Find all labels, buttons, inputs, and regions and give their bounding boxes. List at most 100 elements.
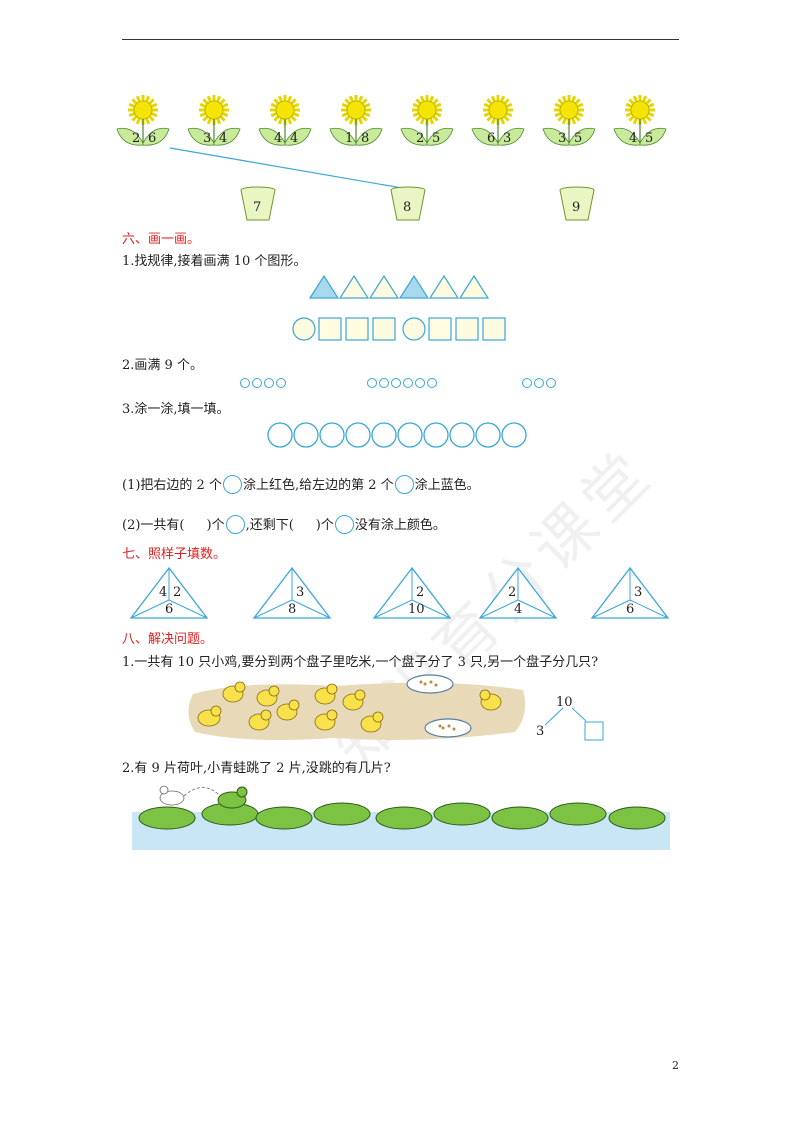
flower-right-number: 4 (219, 131, 228, 146)
circle-symbol (222, 475, 242, 494)
frog-ghost-icon (159, 785, 185, 806)
q631-part-c: 涂上蓝色。 (414, 478, 480, 493)
flower-right-number: 6 (148, 131, 157, 146)
section-6-title: 六、画一画。 (122, 232, 201, 247)
match-line (169, 147, 403, 189)
triangle-shape (458, 274, 490, 299)
triangle-bottom-value[interactable]: 8 (288, 602, 297, 617)
flower-pot[interactable]: 7 (239, 186, 277, 226)
question-8-1: 1.一共有 10 只小鸡,要分到两个盘子里吃米,一个盘子分了 3 只,另一个盘子… (122, 655, 599, 670)
flower-left-number: 4 (274, 131, 283, 146)
number-triangle: 4 2 6 (129, 566, 209, 626)
circle-symbol (394, 475, 414, 494)
triangle-figure (590, 566, 670, 619)
sunflower-icon (613, 95, 667, 146)
small-circle-groups (240, 378, 556, 388)
sunflower-icon (471, 95, 525, 146)
small-circle (522, 378, 532, 388)
question-6-2: 2.画满 9 个。 (122, 358, 203, 373)
triangle-bottom-value[interactable]: 6 (626, 602, 635, 617)
q632-part-b: )个 (206, 518, 225, 533)
triangle-shape (308, 274, 340, 299)
triangle-shape (398, 274, 430, 299)
flower-item: 3 4 (186, 95, 241, 157)
small-circle (367, 378, 377, 388)
triangle-right-value[interactable]: 2 (173, 585, 182, 600)
number-triangle: 2 4 (478, 566, 558, 626)
q632-part-c: ,还剩下( (245, 518, 294, 533)
small-circle (403, 378, 413, 388)
flower-left-number: 6 (487, 131, 496, 146)
number-triangle: 3 8 (252, 566, 332, 626)
triangle-bottom-value[interactable]: 4 (514, 602, 523, 617)
answer-box (584, 721, 604, 741)
q631-part-b: 涂上红色,给左边的第 2 个 (242, 478, 394, 493)
square-shape (318, 317, 342, 341)
triangle-shape (338, 274, 370, 299)
triangle-shape (368, 274, 400, 299)
square-shape (345, 317, 369, 341)
big-circle (423, 422, 449, 448)
big-circle (475, 422, 501, 448)
flower-left-number: 2 (132, 131, 141, 146)
triangle-right-value[interactable]: 3 (296, 585, 305, 600)
flower-item: 2 5 (399, 95, 454, 157)
circle-square-pattern (292, 317, 506, 341)
flower-pot[interactable]: 8 (389, 186, 427, 226)
page-number: 2 (672, 1059, 679, 1072)
sunflower-icon (116, 95, 170, 146)
triangle-bottom-value[interactable]: 6 (165, 602, 174, 617)
small-circle (391, 378, 401, 388)
pot-icon (559, 186, 595, 221)
flower-item: 2 6 (115, 95, 170, 157)
big-circle (397, 422, 423, 448)
connection-line-svg (169, 147, 403, 189)
small-circle (379, 378, 389, 388)
triangle-bottom-value[interactable]: 10 (408, 602, 425, 617)
triangle-shape (428, 274, 460, 299)
ten-circles (267, 422, 527, 448)
big-circle (501, 422, 527, 448)
lily-pad (608, 806, 666, 830)
small-circle (264, 378, 274, 388)
pot-icon (390, 186, 426, 221)
jump-arc (183, 787, 219, 797)
triangle-left-value[interactable]: 2 (508, 585, 517, 600)
small-circle (276, 378, 286, 388)
pot-icon (240, 186, 276, 221)
chicks-illustration (188, 674, 526, 740)
triangle-right-value[interactable]: 3 (634, 585, 643, 600)
pot-number: 9 (572, 200, 581, 215)
circle-shape (402, 317, 426, 341)
lily-pad (255, 806, 313, 830)
question-8-2: 2.有 9 片荷叶,小青蛙跳了 2 片,没跳的有几片? (122, 761, 391, 776)
sunflower-icon (258, 95, 312, 146)
lily-pad (549, 802, 607, 826)
triangle-left-value[interactable]: 4 (159, 585, 168, 600)
number-bond-lines (544, 707, 604, 741)
triangle-right-value[interactable]: 2 (416, 585, 425, 600)
pot-number: 8 (403, 200, 412, 215)
flower-right-number: 5 (574, 131, 583, 146)
flower-left-number: 2 (416, 131, 425, 146)
frog-icon (217, 786, 248, 809)
small-circle (252, 378, 262, 388)
lily-pad (138, 806, 196, 830)
lily-pad (433, 802, 491, 826)
sunflower-icon (542, 95, 596, 146)
flower-right-number: 5 (432, 131, 441, 146)
section-8-title: 八、解决问题。 (122, 632, 214, 647)
flower-right-number: 8 (361, 131, 370, 146)
flower-item: 3 5 (541, 95, 596, 157)
sunflower-icon (400, 95, 454, 146)
question-6-1: 1.找规律,接着画满 10 个图形。 (122, 254, 307, 269)
flower-left-number: 1 (345, 131, 354, 146)
flower-pot[interactable]: 9 (558, 186, 596, 226)
small-circle (415, 378, 425, 388)
triangle-figure (372, 566, 452, 619)
q632-part-d: )个 (315, 518, 334, 533)
number-triangle: 2 10 (372, 566, 452, 626)
question-6-3-1: (1)把右边的 2 个涂上红色,给左边的第 2 个涂上蓝色。 (122, 474, 480, 494)
circle-shape (292, 317, 316, 341)
q632-part-e: 没有涂上颜色。 (354, 518, 446, 533)
